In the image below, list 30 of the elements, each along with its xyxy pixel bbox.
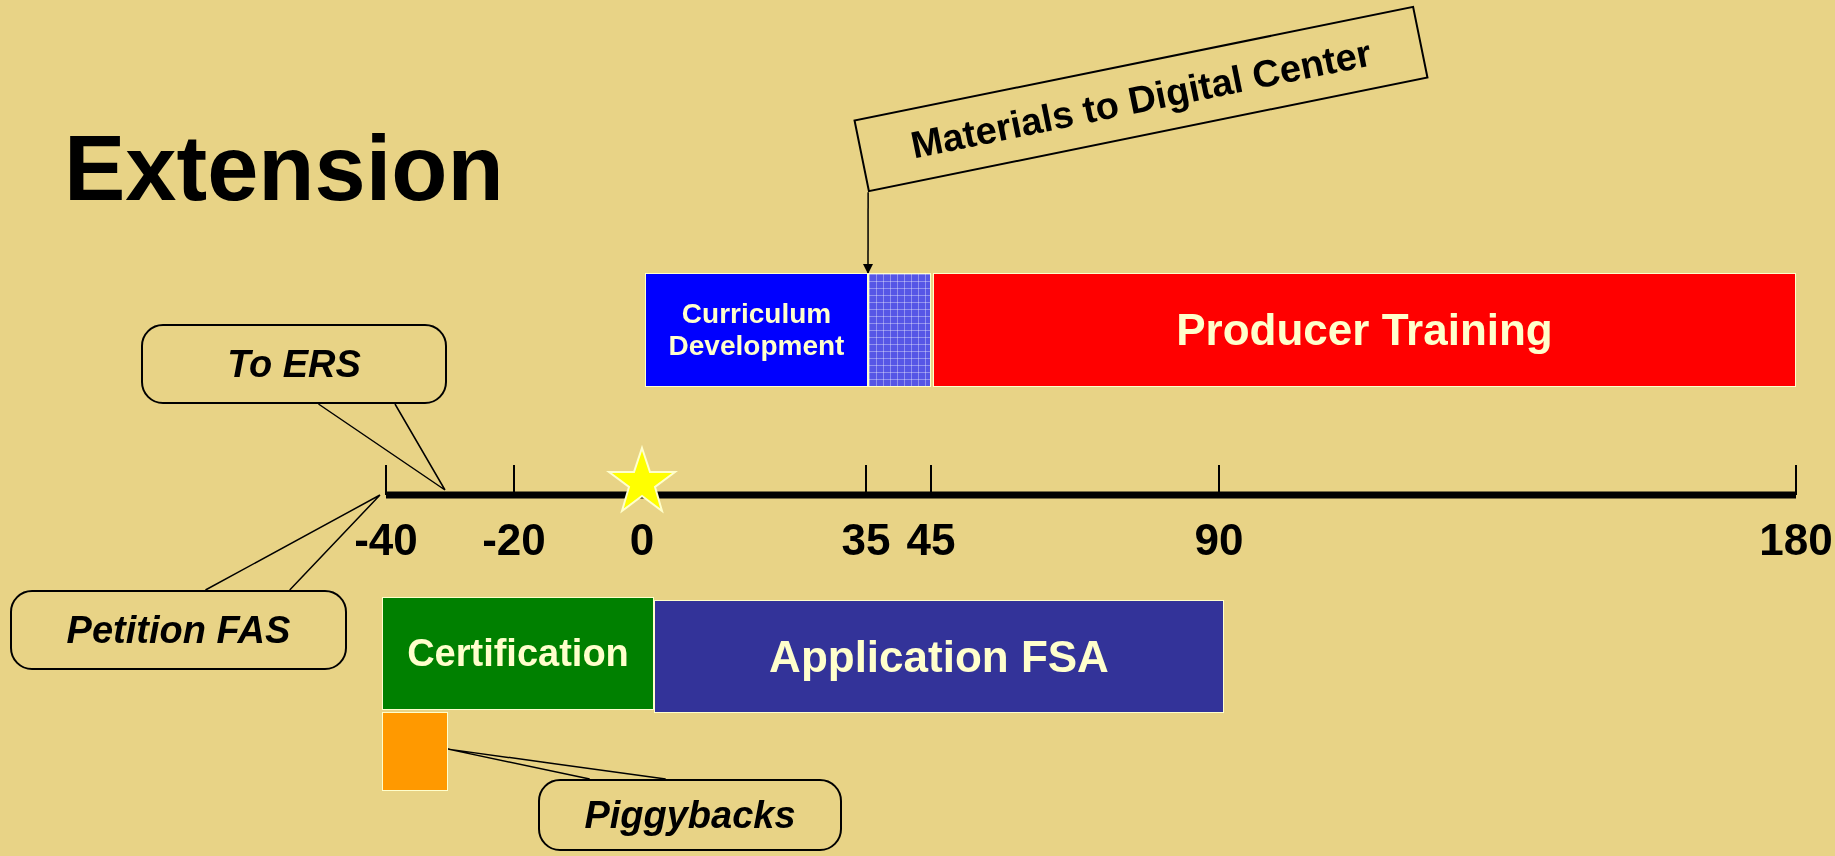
tick-label: 180 <box>1759 518 1833 562</box>
node-label: Petition FAS <box>66 607 291 653</box>
arrow <box>863 191 873 274</box>
node-label: To ERS <box>227 341 361 387</box>
overlap-bar <box>868 273 931 387</box>
node-label: Certification <box>407 631 629 676</box>
phase-bar <box>382 597 654 710</box>
leader-line <box>447 748 667 780</box>
phase-bar <box>933 273 1796 387</box>
phase-bar <box>654 600 1224 713</box>
callout-bubble <box>141 324 447 404</box>
slide-title: Extension <box>64 122 504 214</box>
callout-bubble <box>10 590 347 670</box>
tick-label: -20 <box>482 518 546 562</box>
phase-bar <box>645 273 868 387</box>
tick-label: 35 <box>841 518 891 562</box>
node-label: Curriculum Development <box>667 297 846 363</box>
node-label: Piggybacks <box>584 792 796 838</box>
callout-bubble <box>538 779 842 851</box>
callout-tail <box>317 403 446 491</box>
callout-box <box>853 5 1429 193</box>
tick-label: -40 <box>354 518 418 562</box>
small-bar <box>382 712 448 791</box>
node-label: Application FSA <box>769 630 1109 683</box>
callout-tail <box>204 494 381 591</box>
node-label: Materials to Digital Center <box>906 30 1376 168</box>
tick-label: 0 <box>629 518 655 562</box>
tick-label: 90 <box>1194 518 1244 562</box>
node-label: Producer Training <box>1176 304 1553 356</box>
tick-label: 45 <box>906 518 956 562</box>
